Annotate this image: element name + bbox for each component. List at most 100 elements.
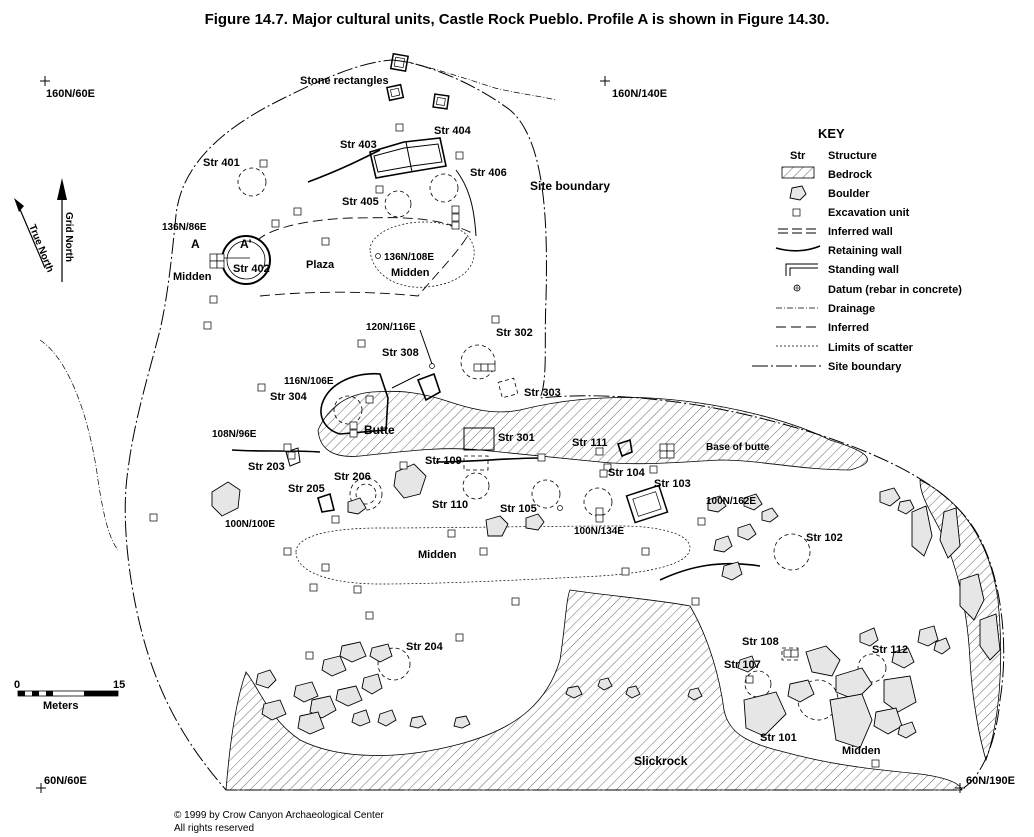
structure-107 (744, 670, 772, 698)
legend-retaining-wall-swatch (775, 245, 821, 252)
structure-405 (384, 190, 412, 218)
label-str-205: Str 205 (288, 483, 325, 495)
structure-103 (625, 484, 669, 524)
legend-bedrock-swatch (781, 166, 815, 179)
grid-north-label: Grid North (63, 212, 74, 262)
legend-item-structure: Structure (828, 150, 877, 162)
legend-item-retaining-wall: Retaining wall (828, 245, 902, 257)
corner-label-nw: 160N/60E (46, 88, 95, 100)
legend-item-drainage: Drainage (828, 303, 875, 315)
label-slickrock: Slickrock (634, 754, 688, 768)
label-midden-2: Midden (391, 267, 430, 279)
label-butte: Butte (364, 423, 395, 437)
copyright-line-2: All rights reserved (174, 823, 254, 834)
label-datum-100n162e: 100N/162E (706, 496, 756, 507)
label-str-304: Str 304 (270, 391, 308, 403)
label-site-boundary: Site boundary (530, 179, 610, 193)
structure-111 (616, 438, 633, 458)
label-str-404: Str 404 (434, 125, 472, 137)
figure-title: Figure 14.7. Major cultural units, Castl… (205, 11, 830, 28)
midden-limits-lower (295, 525, 691, 585)
label-str-402: Str 402 (233, 263, 270, 275)
label-str-405: Str 405 (342, 196, 379, 208)
excavation-units (149, 123, 880, 768)
label-str-108: Str 108 (742, 636, 779, 648)
grid-corner-nw: 160N/60E (40, 76, 95, 100)
midden-limits-upper (369, 221, 475, 288)
legend-standing-wall-swatch (785, 263, 818, 276)
label-str-110: Str 110 (432, 499, 468, 511)
label-datum-100n134e: 100N/134E (574, 526, 624, 537)
structure-401 (237, 167, 267, 197)
legend-item-bedrock: Bedrock (828, 169, 873, 181)
label-datum-100n100e: 100N/100E (225, 519, 275, 530)
structure-203 (285, 447, 301, 467)
label-str-401: Str 401 (203, 157, 240, 169)
legend-item-standing-wall: Standing wall (828, 264, 899, 276)
label-str-302: Str 302 (496, 327, 533, 339)
grid-corner-ne: 160N/140E (600, 76, 667, 100)
label-midden-1: Midden (173, 271, 212, 283)
site-boundary-line (124, 59, 1005, 791)
legend-datum-cross (794, 285, 800, 291)
drainage-line-ne (407, 61, 557, 101)
label-str-308: Str 308 (382, 347, 419, 359)
scale-unit: Meters (43, 700, 78, 712)
label-str-112: Str 112 (872, 644, 908, 656)
label-str-203: Str 203 (248, 461, 285, 473)
scale-end: 15 (113, 679, 125, 691)
label-datum-116n106e: 116N/106E (284, 376, 334, 387)
bedrock-butte (317, 390, 868, 471)
label-stone-rectangles: Stone rectangles (300, 75, 389, 87)
label-str-105: Str 105 (500, 503, 537, 515)
grid-corner-se: 60N/190E (955, 775, 1015, 793)
label-datum-108n96e: 108N/96E (212, 429, 257, 440)
structure-304 (320, 372, 389, 435)
legend-item-inferred-wall: Inferred wall (828, 226, 893, 238)
label-profile-a-prime: A' (240, 237, 252, 251)
structure-105 (531, 479, 561, 509)
structure-406 (429, 173, 459, 203)
label-str-103: Str 103 (654, 478, 691, 490)
label-str-111: Str 111 (572, 437, 607, 449)
structure-403-404 (369, 137, 447, 179)
label-profile-a: A (191, 237, 200, 251)
plaza-limits (257, 217, 471, 297)
grid-north-arrow-icon: Grid North (57, 178, 74, 282)
scale-bar: 0 15 Meters (14, 679, 125, 712)
stone-rectangles: Stone rectangles (300, 52, 450, 110)
legend-item-excavation-unit: Excavation unit (828, 207, 910, 219)
corner-label-sw: 60N/60E (44, 775, 87, 787)
label-str-303: Str 303 (524, 387, 561, 399)
map-legend: KEY Str Structure Bedrock Boulder Excava… (752, 126, 962, 373)
structure-206 (349, 477, 383, 511)
structure-110 (462, 472, 490, 500)
legend-unit-swatch (792, 208, 801, 217)
drainage-line (39, 339, 119, 551)
label-str-107: Str 107 (724, 659, 761, 671)
label-midden-4: Midden (842, 745, 881, 757)
label-base-of-butte: Base of butte (706, 442, 770, 453)
corner-label-ne: 160N/140E (612, 88, 667, 100)
structure-303 (497, 377, 519, 399)
legend-item-inferred: Inferred (828, 322, 869, 334)
legend-boulder-swatch (789, 185, 807, 201)
structure-308 (416, 372, 441, 402)
label-str-403: Str 403 (340, 139, 377, 151)
label-str-206: Str 206 (334, 471, 371, 483)
label-str-301: Str 301 (498, 432, 535, 444)
true-north-arrow-icon: True North (14, 198, 55, 274)
label-datum-120n116e: 120N/116E (366, 322, 416, 333)
label-str-102: Str 102 (806, 532, 843, 544)
label-datum-136n108e: 136N/108E (384, 252, 434, 263)
scale-start: 0 (14, 679, 20, 691)
standing-wall (455, 169, 477, 237)
legend-inferred-wall-swatch (778, 228, 816, 234)
boulders (211, 463, 1001, 749)
label-datum-136n86e: 136N/86E (162, 222, 207, 233)
legend-item-limits-of-scatter: Limits of scatter (828, 342, 914, 354)
label-plaza: Plaza (306, 259, 335, 271)
corner-label-se: 60N/190E (966, 775, 1015, 787)
label-str-406: Str 406 (470, 167, 507, 179)
